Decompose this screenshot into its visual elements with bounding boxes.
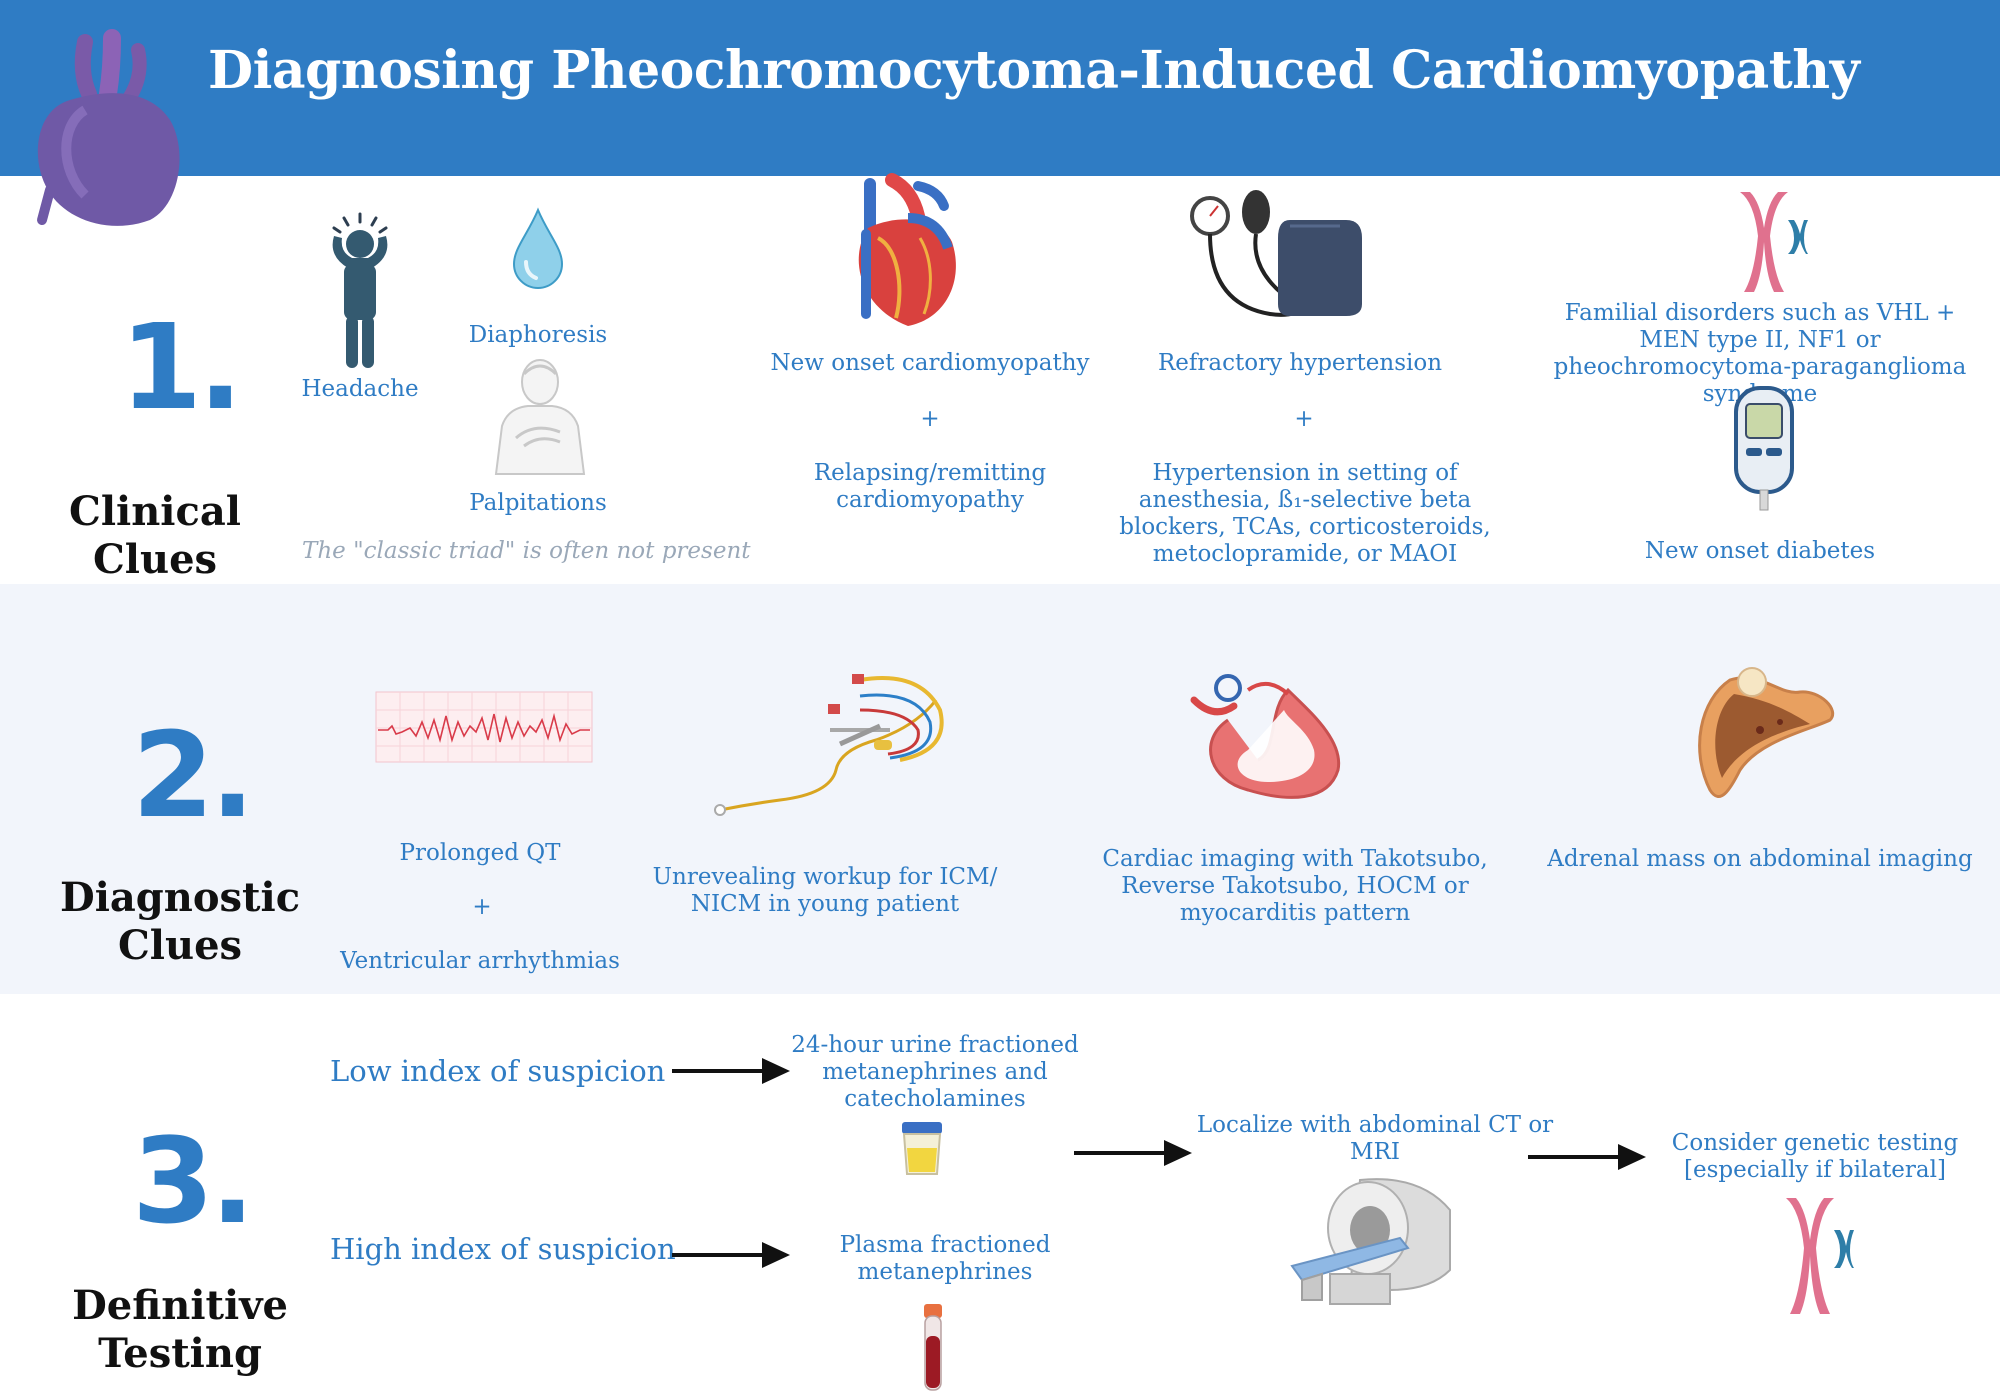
section-3-label: Definitive Testing (72, 1282, 288, 1377)
plasma-test-label: Plasma fractioned metanephrines (839, 1232, 1051, 1285)
anatomical-heart-icon (858, 173, 956, 326)
relapsing-cardiomyopathy-label: Relapsing/remitting cardiomyopathy (813, 460, 1047, 513)
adrenal-gland-icon (1698, 667, 1834, 798)
plus-sign-c: + (472, 894, 492, 920)
plus-sign-b: + (1294, 406, 1314, 432)
ecg-strip-icon (375, 691, 593, 763)
diaphoresis-label: Diaphoresis (468, 322, 608, 348)
prolonged-qt-label: Prolonged QT (399, 840, 561, 866)
section-testing-band (0, 994, 2000, 1400)
section-2-label: Diagnostic Clues (60, 874, 301, 969)
section-diagnostic-band (0, 584, 2000, 994)
palpitations-person-icon (494, 359, 586, 475)
new-onset-cardiomyopathy-label: New onset cardiomyopathy (770, 350, 1090, 376)
urine-cup-icon (902, 1122, 942, 1175)
section-1-number: 1. (120, 298, 243, 436)
arrow-right-icon (1528, 1144, 1646, 1170)
palpitations-label: Palpitations (469, 490, 607, 516)
section-3-number: 3. (132, 1112, 255, 1250)
high-index-label: High index of suspicion (330, 1232, 676, 1266)
urine-test-label: 24-hour urine fractioned metanephrines a… (791, 1032, 1079, 1112)
cardiac-imaging-label: Cardiac imaging with Takotsubo, Reverse … (1102, 846, 1488, 926)
takotsubo-heart-icon (1190, 674, 1341, 799)
catheter-icon (714, 674, 944, 816)
unrevealing-workup-label: Unrevealing workup for ICM/ NICM in youn… (652, 864, 998, 917)
blood-tube-icon (924, 1304, 942, 1391)
droplet-icon (512, 207, 564, 289)
arrow-right-icon (672, 1058, 790, 1084)
low-index-label: Low index of suspicion (330, 1054, 666, 1088)
arrow-right-icon (672, 1242, 790, 1268)
section-1-label: Clinical Clues (69, 488, 241, 583)
new-onset-diabetes-label: New onset diabetes (1644, 538, 1876, 564)
genetic-testing-label: Consider genetic testing [especially if … (1671, 1130, 1959, 1183)
hypertension-setting-label: Hypertension in setting of anesthesia, ß… (1119, 460, 1491, 567)
headache-label: Headache (301, 376, 419, 402)
ventricular-arrhythmias-label: Ventricular arrhythmias (340, 948, 620, 974)
section-2-number: 2. (132, 706, 255, 844)
blood-pressure-cuff-icon (1190, 190, 1362, 317)
classic-triad-note: The "classic triad" is often not present (302, 538, 751, 564)
adrenal-mass-label: Adrenal mass on abdominal imaging (1547, 846, 1973, 872)
mri-scanner-icon (1290, 1178, 1451, 1305)
refractory-hypertension-label: Refractory hypertension (1157, 350, 1443, 376)
glucometer-icon (1734, 386, 1794, 511)
heart-logo-icon (37, 29, 180, 226)
arrow-right-icon (1074, 1140, 1192, 1166)
chromosome-icon (1786, 1198, 1854, 1314)
localize-label: Localize with abdominal CT or MRI (1196, 1112, 1554, 1165)
plus-sign-a: + (920, 406, 940, 432)
header-bar (0, 0, 2000, 176)
chromosome-icon (1740, 192, 1808, 292)
page-title: Diagnosing Pheochromocytoma-Induced Card… (208, 40, 1860, 101)
headache-person-icon (332, 212, 388, 368)
